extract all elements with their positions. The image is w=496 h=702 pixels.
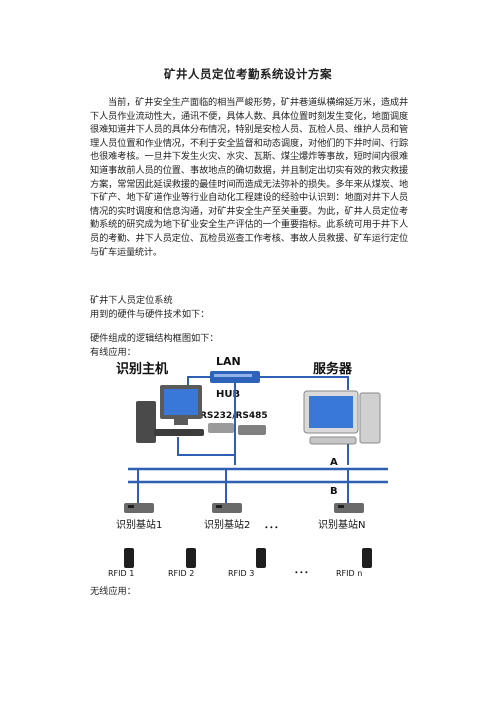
- rfid-label-3: RFID 3: [228, 569, 254, 578]
- hardware-line: 用到的硬件与硬件技术如下：: [90, 309, 210, 320]
- intro-paragraph: 当前，矿井安全生产面临的相当严峻形势，矿井巷道纵横绵延万米，造成井下人员作业流动…: [90, 97, 408, 258]
- lan-link-server: [260, 376, 349, 390]
- hub-label: HUB: [216, 389, 240, 400]
- rfid-tag-1-icon: [124, 548, 134, 568]
- station-device-1: [124, 503, 154, 513]
- station-label-1: 识别基站1: [116, 518, 162, 531]
- rfid-tag-2-icon: [186, 548, 196, 568]
- rfid-label-n: RFID n: [336, 569, 362, 578]
- document-title: 矿井人员定位考勤系统设计方案: [164, 67, 332, 81]
- lan-label: LAN: [216, 355, 241, 368]
- structure-line: 硬件组成的逻辑结构框图如下：: [90, 333, 219, 344]
- rfid-label-1: RFID 1: [108, 569, 134, 578]
- server-computer-icon: [303, 390, 381, 445]
- bus-a-label: A: [330, 457, 338, 468]
- rfid-tag-n-icon: [362, 548, 372, 568]
- wireless-label: 无线应用：: [90, 586, 136, 597]
- station-device-2: [212, 503, 242, 513]
- wired-label: 有线应用：: [90, 347, 136, 358]
- host-label: 识别主机: [116, 361, 168, 377]
- hub-device: [210, 371, 260, 383]
- host-computer-icon: [136, 385, 204, 443]
- rfid-ellipsis: ．．．: [294, 565, 314, 576]
- rs-label: RS232/RS485: [200, 411, 268, 421]
- station-label-n: 识别基站N: [318, 518, 365, 531]
- station-ellipsis: ．．．: [264, 520, 284, 531]
- server-label: 服务器: [313, 361, 353, 377]
- bus-b-label: B: [330, 486, 338, 497]
- network-diagram: 识别主机 服务器 LAN HUB RS232/RS485: [108, 355, 388, 578]
- station-label-2: 识别基站2: [204, 518, 250, 531]
- rfid-tag-3-icon: [256, 548, 266, 568]
- rs-converter-icon: [208, 423, 266, 435]
- section-system-heading: 矿井下人员定位系统: [90, 295, 173, 306]
- station-device-n: [334, 503, 364, 513]
- host-link: [177, 437, 235, 456]
- rfid-label-2: RFID 2: [168, 569, 194, 578]
